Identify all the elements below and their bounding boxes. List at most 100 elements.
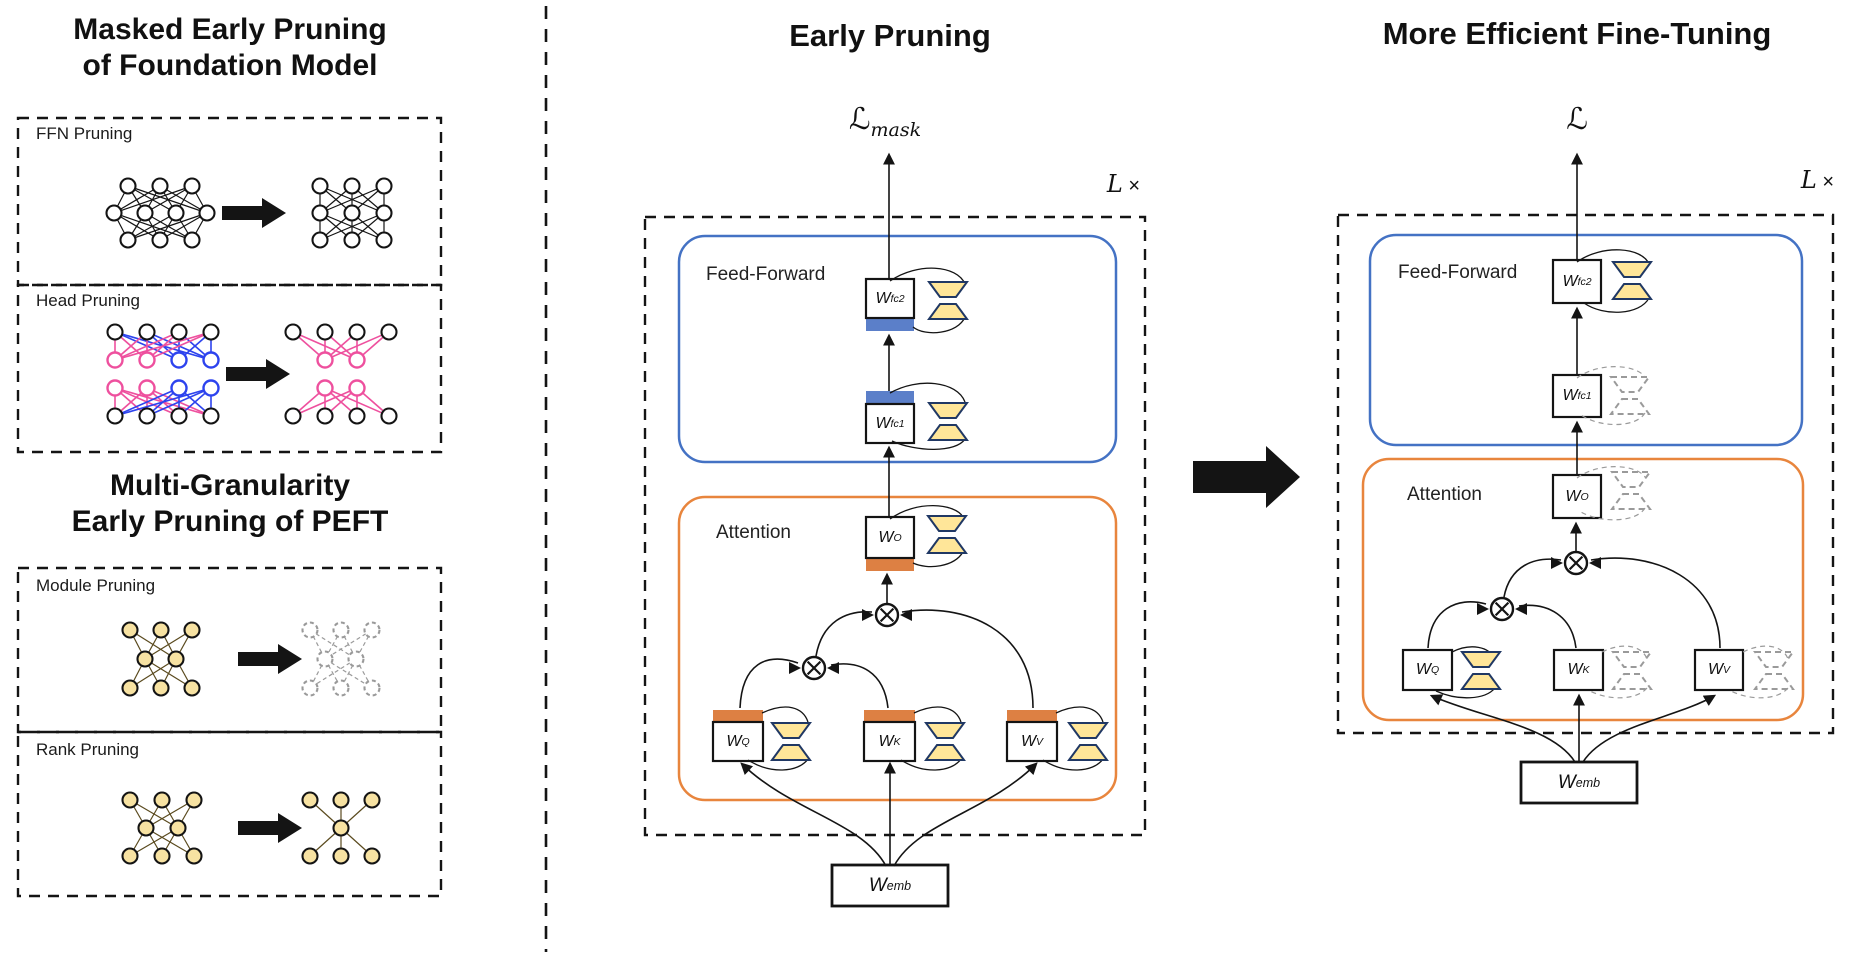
adapter-wq-right <box>1460 651 1502 690</box>
wv-to-mul-curve-right <box>1590 557 1721 649</box>
wo-box-right <box>1551 473 1603 520</box>
adapter-curves-right-pruned <box>1576 366 1789 699</box>
wemb-to-wq-curve-mid <box>740 762 887 867</box>
adapter-wv-right-pruned <box>1753 651 1795 690</box>
left-bottom-title: Multi-Granularity Early Pruning of PEFT <box>8 468 452 540</box>
adapter-wo-mid <box>926 515 968 554</box>
mask-loss-sub: mask <box>870 119 922 141</box>
middle-panel-title: Early Pruning <box>789 18 991 53</box>
feed-forward-block-mid <box>677 234 1118 464</box>
weight-boxes-mid <box>711 277 1059 908</box>
left-bottom-title-line2: Early Pruning of PEFT <box>71 505 389 538</box>
adapter-wfc1-right-pruned <box>1609 376 1651 415</box>
middle-panel-frames <box>643 215 1147 837</box>
adapter-curves-right-solid <box>1435 249 1650 699</box>
wk-to-mul-curve-mid <box>830 663 889 709</box>
rank-pruning-box <box>16 730 443 898</box>
attention-label-right: Attention <box>1407 484 1482 505</box>
mask-loss-label: ℒmask <box>795 102 975 141</box>
wemb-to-wq-curve-right <box>1429 694 1576 763</box>
transformer-layer-box-mid <box>643 215 1147 837</box>
left-top-title-line2: of Foundation Model <box>82 49 378 82</box>
layer-count-right-l: L <box>1800 166 1817 194</box>
transformer-layer-box-right <box>1336 213 1835 735</box>
wq-box-right <box>1401 648 1454 692</box>
ffn-pruning-label: FFN Pruning <box>36 124 133 143</box>
layer-count-right: L × <box>1756 166 1834 194</box>
wq-to-mul-curve-right <box>1427 601 1487 649</box>
wemb-to-wv-curve-right <box>1582 694 1717 763</box>
module-pruning-label: Module Pruning <box>36 576 156 595</box>
adapter-wfc1-mid <box>927 402 969 441</box>
wfc1-box-right <box>1551 373 1603 419</box>
adapter-wv-mid <box>1067 722 1109 761</box>
mask-loss-base: ℒ <box>848 102 871 137</box>
right-panel-title: More Efficient Fine-Tuning <box>1382 16 1772 51</box>
right-panel-frames <box>1336 213 1835 735</box>
head-pruning-box <box>16 283 443 454</box>
wemb-to-wv-curve-mid <box>893 762 1038 867</box>
head-network-after <box>284 323 398 425</box>
ffn-network-after <box>311 177 393 249</box>
matmul-node-lower-right <box>1477 596 1527 622</box>
rank-network-after <box>301 791 381 865</box>
layer-count-mid-l: L <box>1106 170 1123 198</box>
feed-forward-label-mid: Feed-Forward <box>706 264 826 285</box>
wk-box-mid <box>862 720 917 763</box>
matmul-node-lower-mid <box>789 655 839 681</box>
matmul-node-upper-mid <box>862 602 912 628</box>
layer-count-mid-times: × <box>1128 175 1140 197</box>
attention-block-mid <box>677 495 1118 802</box>
matmul-node-upper-right <box>1551 550 1601 576</box>
wfc1-mask-bar-mid <box>866 391 914 404</box>
adapter-wk-right-pruned <box>1611 651 1653 690</box>
wk-to-mul-curve-right <box>1518 604 1577 649</box>
wv-mask-bar-mid <box>1007 710 1057 722</box>
weight-boxes-right <box>1401 258 1745 805</box>
adapter-curves-mid <box>747 267 1104 771</box>
loss-label-right: ℒ <box>1566 102 1588 137</box>
wo-box-mid <box>864 515 916 560</box>
wq-mask-bar-mid <box>713 710 763 722</box>
feed-forward-label-right: Feed-Forward <box>1398 262 1518 283</box>
attention-block-right <box>1361 457 1805 722</box>
panel-transition-arrow <box>1193 446 1300 508</box>
wv-to-mul-curve-mid <box>901 609 1034 709</box>
flow-lines-mid <box>739 152 1038 867</box>
wfc2-box-right <box>1551 258 1603 305</box>
ffn-network-before <box>105 177 216 249</box>
attention-label-mid: Attention <box>716 522 791 543</box>
wk-box-right <box>1552 648 1605 692</box>
rank-pruning-label: Rank Pruning <box>36 740 140 759</box>
adapter-wfc2-right <box>1611 261 1653 300</box>
rank-prune-arrow <box>238 813 302 843</box>
head-prune-arrow <box>226 359 290 389</box>
left-top-title-line1: Masked Early Pruning <box>73 13 387 46</box>
module-network-before <box>121 621 201 697</box>
wv-box-right <box>1693 648 1745 692</box>
left-top-title: Masked Early Pruning of Foundation Model <box>8 12 452 84</box>
feed-forward-block-right <box>1368 233 1804 447</box>
wq-to-mul-curve-mid <box>739 658 799 709</box>
module-prune-arrow <box>238 644 302 674</box>
adapter-wfc2-mid <box>927 281 969 320</box>
wfc2-box-mid <box>864 277 916 320</box>
wv-box-mid <box>1005 720 1059 763</box>
left-panel-frames <box>16 116 443 898</box>
ffn-prune-arrow <box>222 198 286 228</box>
wk-mask-bar-mid <box>864 710 915 722</box>
head-network-before <box>106 323 220 425</box>
